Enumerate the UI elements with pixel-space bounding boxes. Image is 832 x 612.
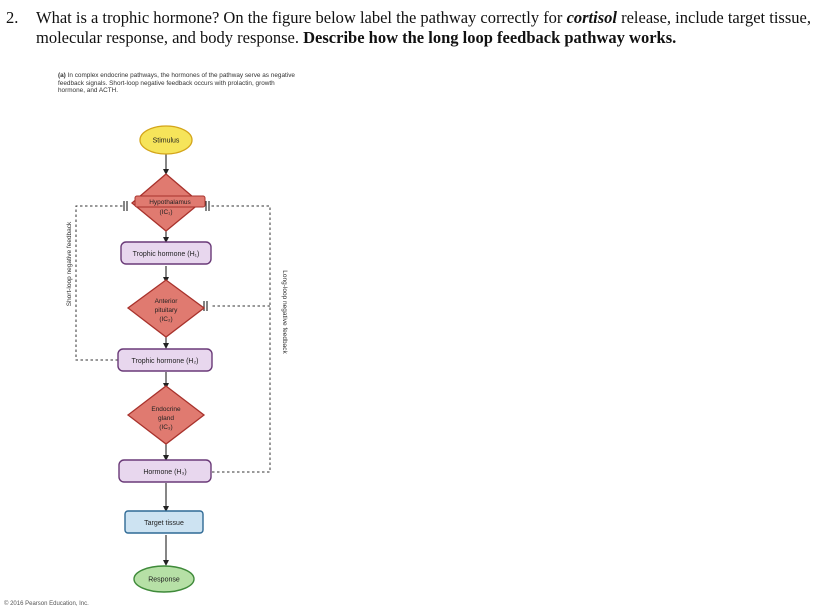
endocrine-gland-node (126, 385, 206, 445)
copyright-footer: © 2016 Pearson Education, Inc. (4, 601, 89, 607)
caption-tag: (a) (58, 72, 66, 79)
stimulus-node (139, 125, 193, 155)
endocrine-gland-label-2: gland (158, 415, 174, 422)
hypothalamus-label: Hypothalamus (149, 199, 191, 206)
stimulus-label: Stimulus (153, 138, 180, 145)
anterior-pituitary-ic2-label: (IC₂) (159, 316, 172, 323)
question-text: What is a trophic hormone? On the figure… (36, 8, 826, 48)
figure-caption: (a) In complex endocrine pathways, the h… (58, 72, 298, 95)
caption-text: In complex endocrine pathways, the hormo… (58, 72, 295, 95)
trophic-hormone-h2-node (117, 348, 213, 372)
short-loop-feedback-label: Short-loop negative feedback (66, 221, 73, 306)
question-bold-instruction: Describe how the long loop feedback path… (303, 28, 677, 47)
question-number: 2. (6, 8, 19, 27)
hypothalamus-ic1-label: (IC₁) (159, 209, 172, 216)
hormone-h3-node (118, 459, 212, 483)
long-loop-feedback-line (210, 205, 271, 473)
trophic-hormone-h1-node (120, 241, 212, 265)
trophic-hormone-h1-label: Trophic hormone (H₁) (133, 251, 200, 258)
anterior-pituitary-node (126, 279, 206, 338)
anterior-pituitary-label: Anterior (155, 298, 179, 305)
response-label: Response (148, 577, 180, 584)
question-text-part: release, include target tissue, molecula… (36, 8, 811, 47)
target-tissue-label: Target tissue (144, 520, 184, 527)
endocrine-gland-ic3-label: (IC₃) (159, 424, 172, 431)
question-text-part: What is a trophic hormone? On the figure… (36, 8, 567, 27)
short-loop-feedback-line (75, 205, 124, 361)
hormone-h3-label: Hormone (H₃) (143, 469, 186, 476)
target-tissue-node (124, 510, 204, 534)
trophic-hormone-h2-label: Trophic hormone (H₂) (131, 358, 198, 365)
response-node (133, 565, 195, 593)
endocrine-gland-label: Endocrine (151, 406, 181, 413)
anterior-pituitary-label-2: pituitary (155, 307, 179, 314)
inhibition-bars (123, 201, 210, 311)
question-emphasis: cortisol (566, 8, 617, 27)
hypothalamus-label-box (134, 195, 206, 208)
long-loop-feedback-label: Long-loop negative feedback (281, 270, 288, 354)
